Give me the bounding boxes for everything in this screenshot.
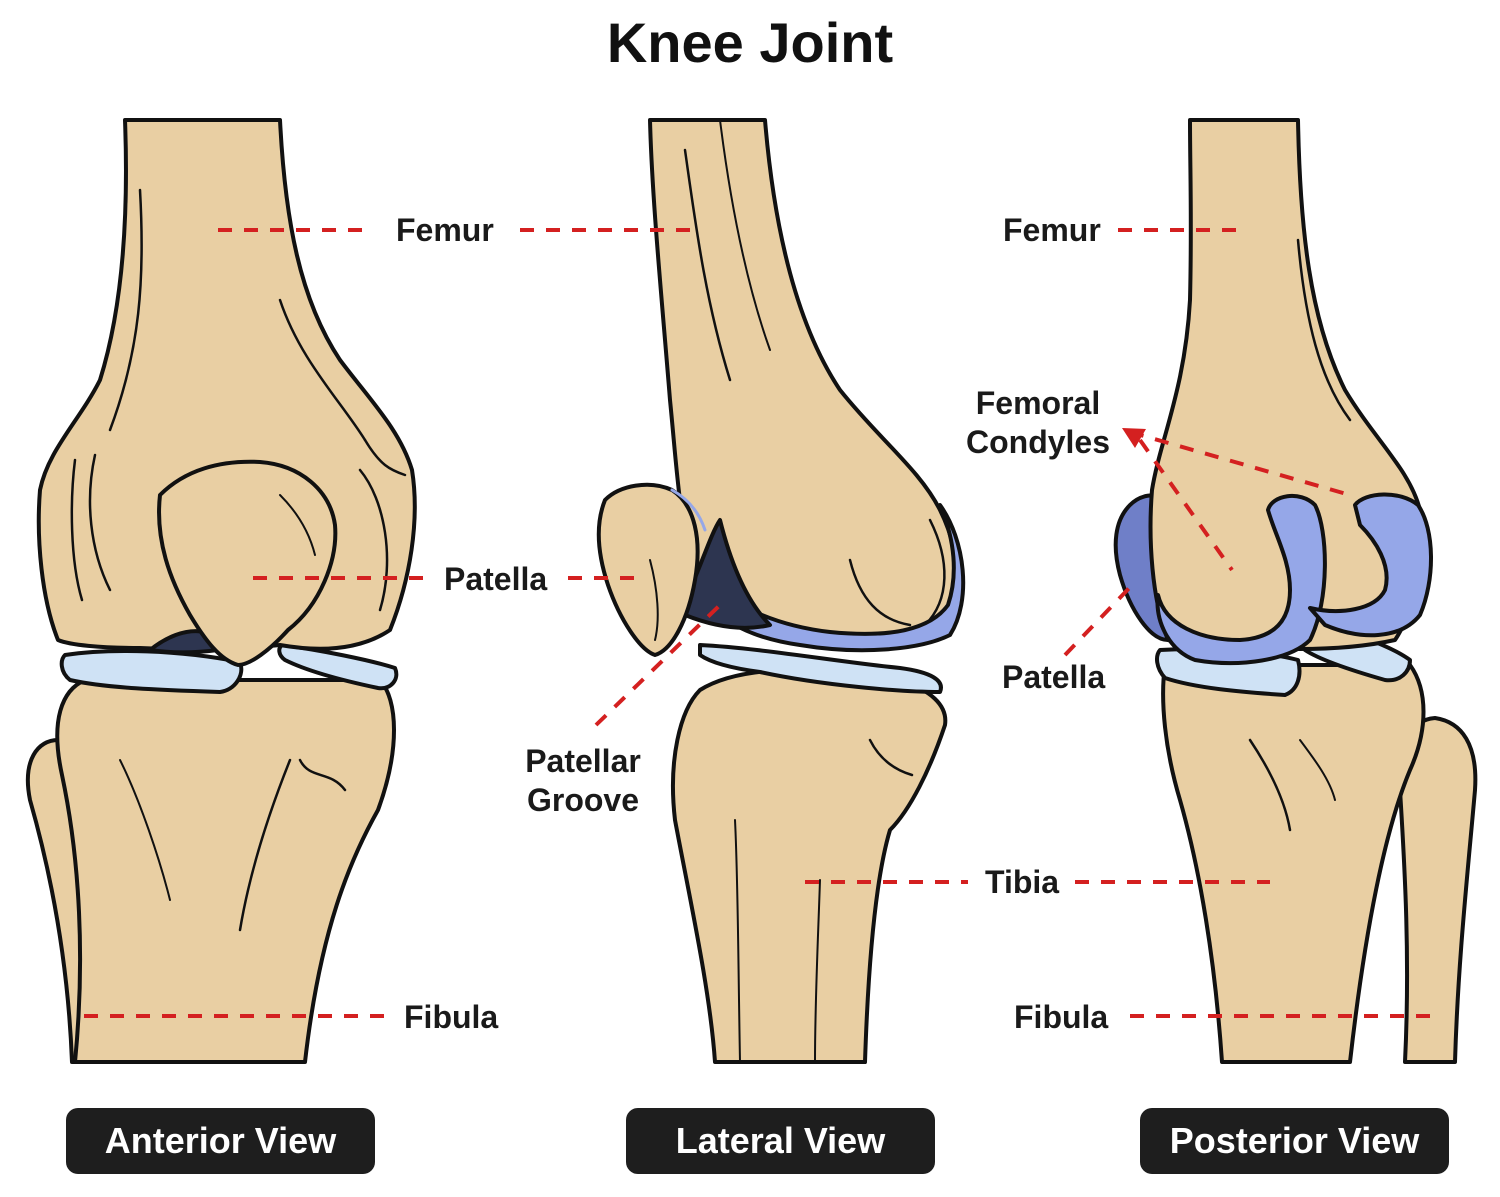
label-patellar-groove-line2: Groove — [526, 782, 640, 819]
posterior-tibia — [1161, 663, 1426, 1064]
label-femur-anterior-lateral: Femur — [396, 212, 494, 248]
label-femoral-condyles-line1: Femoral — [975, 385, 1101, 421]
condyles-arrowhead — [1122, 428, 1146, 448]
label-patella-posterior: Patella — [1002, 659, 1106, 695]
anterior-knee-illustration — [25, 118, 417, 1064]
lateral-tibia — [671, 667, 948, 1064]
leader-patella-posterior — [1063, 580, 1137, 657]
label-tibia: Tibia — [985, 864, 1060, 900]
label-femoral-condyles: Femoral Condyles — [950, 384, 1126, 462]
view-label-anterior: Anterior View — [66, 1108, 375, 1174]
anterior-patella — [157, 459, 338, 667]
anterior-tibia — [55, 678, 396, 1064]
leader-patellar-groove — [594, 603, 722, 727]
label-femur-posterior: Femur — [1003, 212, 1101, 248]
label-patella-anterior-lateral: Patella — [444, 561, 548, 597]
lateral-meniscus — [698, 643, 943, 694]
diagram-title: Knee Joint — [606, 11, 894, 74]
label-patellar-groove: Patellar Groove — [508, 742, 658, 820]
leader-condyles-right — [1129, 430, 1351, 497]
leader-condyles-down — [1138, 438, 1234, 572]
label-patellar-groove-line1: Patellar — [525, 743, 641, 779]
label-fibula-anterior: Fibula — [404, 999, 499, 1035]
lateral-patellar-groove — [683, 518, 772, 630]
view-label-lateral: Lateral View — [626, 1108, 935, 1174]
posterior-condyle-left — [1155, 493, 1327, 666]
anterior-meniscus-right — [277, 643, 399, 691]
view-label-posterior: Posterior View — [1140, 1108, 1449, 1174]
lateral-knee-illustration — [596, 118, 966, 1064]
label-femoral-condyles-line2: Condyles — [965, 424, 1111, 461]
lateral-patella — [596, 482, 700, 657]
label-fibula-posterior: Fibula — [1014, 999, 1109, 1035]
leader-lines — [84, 228, 1432, 1018]
posterior-condyle-right — [1308, 492, 1433, 638]
posterior-fibula — [1397, 716, 1478, 1064]
posterior-knee-illustration — [1113, 118, 1478, 1064]
